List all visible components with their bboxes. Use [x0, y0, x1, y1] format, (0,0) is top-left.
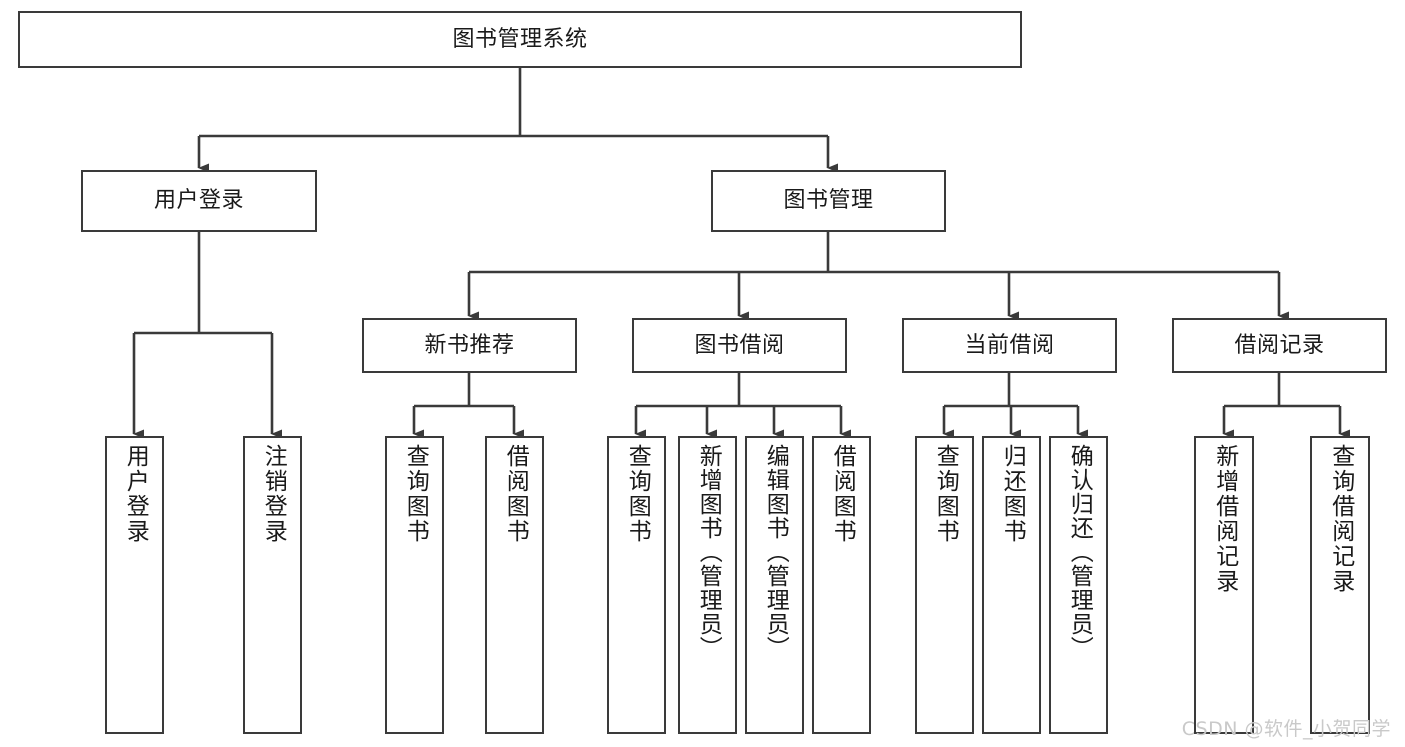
- node-leaf-query-book-current[interactable]: 查询图书: [915, 436, 974, 734]
- node-label: 图书管理: [783, 188, 874, 214]
- node-label: 归还图书: [999, 444, 1026, 544]
- node-label: 用户登录: [153, 188, 244, 214]
- node-leaf-add-book[interactable]: 新增图书（管理员）: [678, 436, 737, 734]
- node-leaf-user-logout[interactable]: 注销登录: [243, 436, 302, 734]
- node-leaf-query-book-rec[interactable]: 查询图书: [385, 436, 444, 734]
- node-label: 注销登录: [260, 444, 287, 544]
- node-leaf-borrow-book-rec[interactable]: 借阅图书: [485, 436, 544, 734]
- node-label: 借阅图书: [829, 444, 856, 544]
- node-label: 编辑图书（管理员）: [762, 444, 789, 660]
- node-leaf-query-book-borrow[interactable]: 查询图书: [607, 436, 666, 734]
- node-label: 图书管理系统: [452, 26, 588, 52]
- node-leaf-confirm-return[interactable]: 确认归还（管理员）: [1049, 436, 1108, 734]
- node-leaf-edit-book[interactable]: 编辑图书（管理员）: [745, 436, 804, 734]
- node-leaf-return-book[interactable]: 归还图书: [982, 436, 1041, 734]
- node-label: 查询图书: [624, 444, 651, 544]
- node-label: 图书借阅: [694, 332, 785, 358]
- node-leaf-query-record[interactable]: 查询借阅记录: [1310, 436, 1370, 734]
- connector-lines: [132, 68, 1350, 439]
- node-label: 查询图书: [932, 444, 959, 544]
- node-leaf-borrow-book[interactable]: 借阅图书: [812, 436, 871, 734]
- node-root[interactable]: 图书管理系统: [18, 11, 1022, 68]
- node-label: 借阅图书: [502, 444, 529, 544]
- node-label: 用户登录: [122, 444, 149, 544]
- node-book-manage[interactable]: 图书管理: [711, 170, 946, 232]
- node-label: 新增借阅记录: [1211, 444, 1238, 594]
- node-book-borrow[interactable]: 图书借阅: [632, 318, 847, 373]
- node-leaf-add-record[interactable]: 新增借阅记录: [1194, 436, 1254, 734]
- node-user-login[interactable]: 用户登录: [81, 170, 317, 232]
- node-label: 确认归还（管理员）: [1066, 444, 1093, 660]
- node-label: 当前借阅: [964, 332, 1055, 358]
- node-label: 新书推荐: [424, 332, 515, 358]
- node-label: 新增图书（管理员）: [695, 444, 722, 660]
- node-label: 查询图书: [402, 444, 429, 544]
- node-label: 查询借阅记录: [1327, 444, 1354, 594]
- node-current-borrow[interactable]: 当前借阅: [902, 318, 1117, 373]
- node-label: 借阅记录: [1234, 332, 1325, 358]
- node-new-book-recommend[interactable]: 新书推荐: [362, 318, 577, 373]
- node-leaf-user-login[interactable]: 用户登录: [105, 436, 164, 734]
- node-borrow-record[interactable]: 借阅记录: [1172, 318, 1387, 373]
